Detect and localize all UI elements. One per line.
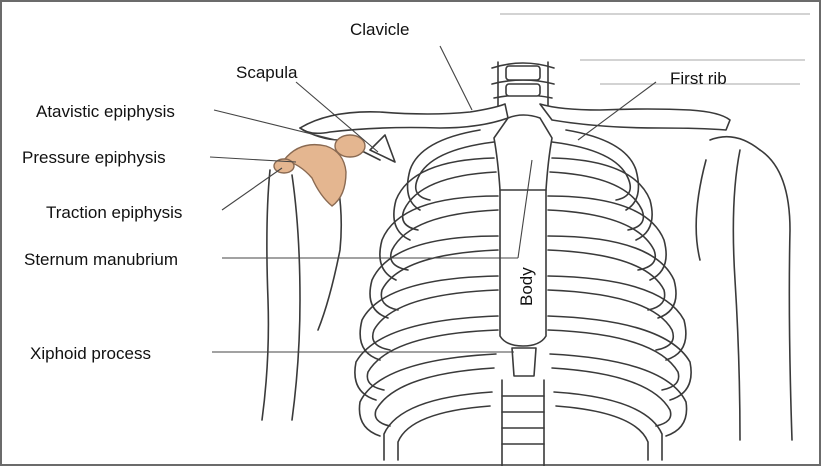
label-xiphoid-process: Xiphoid process [30, 344, 151, 363]
label-atavistic-epiphysis: Atavistic epiphysis [36, 102, 175, 121]
label-body: Body [517, 267, 536, 306]
label-pressure-epiphysis: Pressure epiphysis [22, 148, 166, 167]
label-sternum-manubrium: Sternum manubrium [24, 250, 178, 269]
right-ribs [548, 130, 691, 460]
labels: Clavicle Scapula First rib Atavistic epi… [22, 20, 727, 363]
label-clavicle: Clavicle [350, 20, 410, 39]
epiphyses [274, 135, 365, 206]
xiphoid [512, 348, 536, 376]
label-scapula: Scapula [236, 63, 298, 82]
right-shoulder [696, 137, 792, 440]
label-first-rib: First rib [670, 69, 727, 88]
pressure-epiphysis-shape [284, 145, 346, 206]
cervical-spine [492, 62, 554, 110]
sternum [494, 115, 552, 376]
background-ghost-lines [500, 14, 810, 84]
lumbar-spine [502, 380, 544, 466]
left-ribs [355, 130, 498, 460]
atavistic-epiphysis-shape [335, 135, 365, 157]
label-traction-epiphysis: Traction epiphysis [46, 203, 182, 222]
